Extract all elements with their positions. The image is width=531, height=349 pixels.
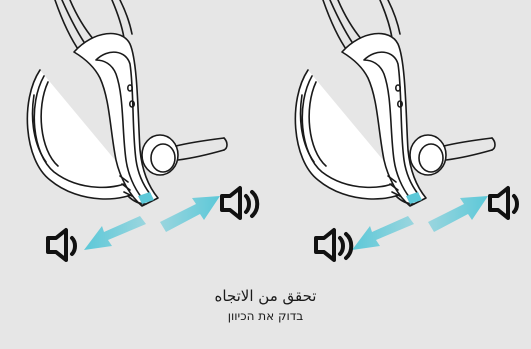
speaker-icon bbox=[222, 188, 257, 218]
headset-drawing bbox=[27, 0, 227, 206]
headset-illustration-left bbox=[10, 0, 270, 285]
headset-illustration-right bbox=[278, 0, 531, 285]
arrow-toward-speaker bbox=[352, 216, 414, 250]
arrow-toward-speaker bbox=[160, 196, 220, 232]
speaker-icon bbox=[48, 230, 75, 260]
arrow-toward-speaker bbox=[428, 196, 488, 232]
arrow-toward-speaker bbox=[84, 216, 146, 250]
headset-drawing bbox=[295, 0, 495, 206]
caption-arabic: تحقق من الاتجاه bbox=[0, 286, 531, 306]
speaker-icon bbox=[490, 188, 517, 218]
speaker-icon bbox=[316, 230, 351, 260]
caption-hebrew: בדוק את הכיוון bbox=[0, 307, 531, 325]
